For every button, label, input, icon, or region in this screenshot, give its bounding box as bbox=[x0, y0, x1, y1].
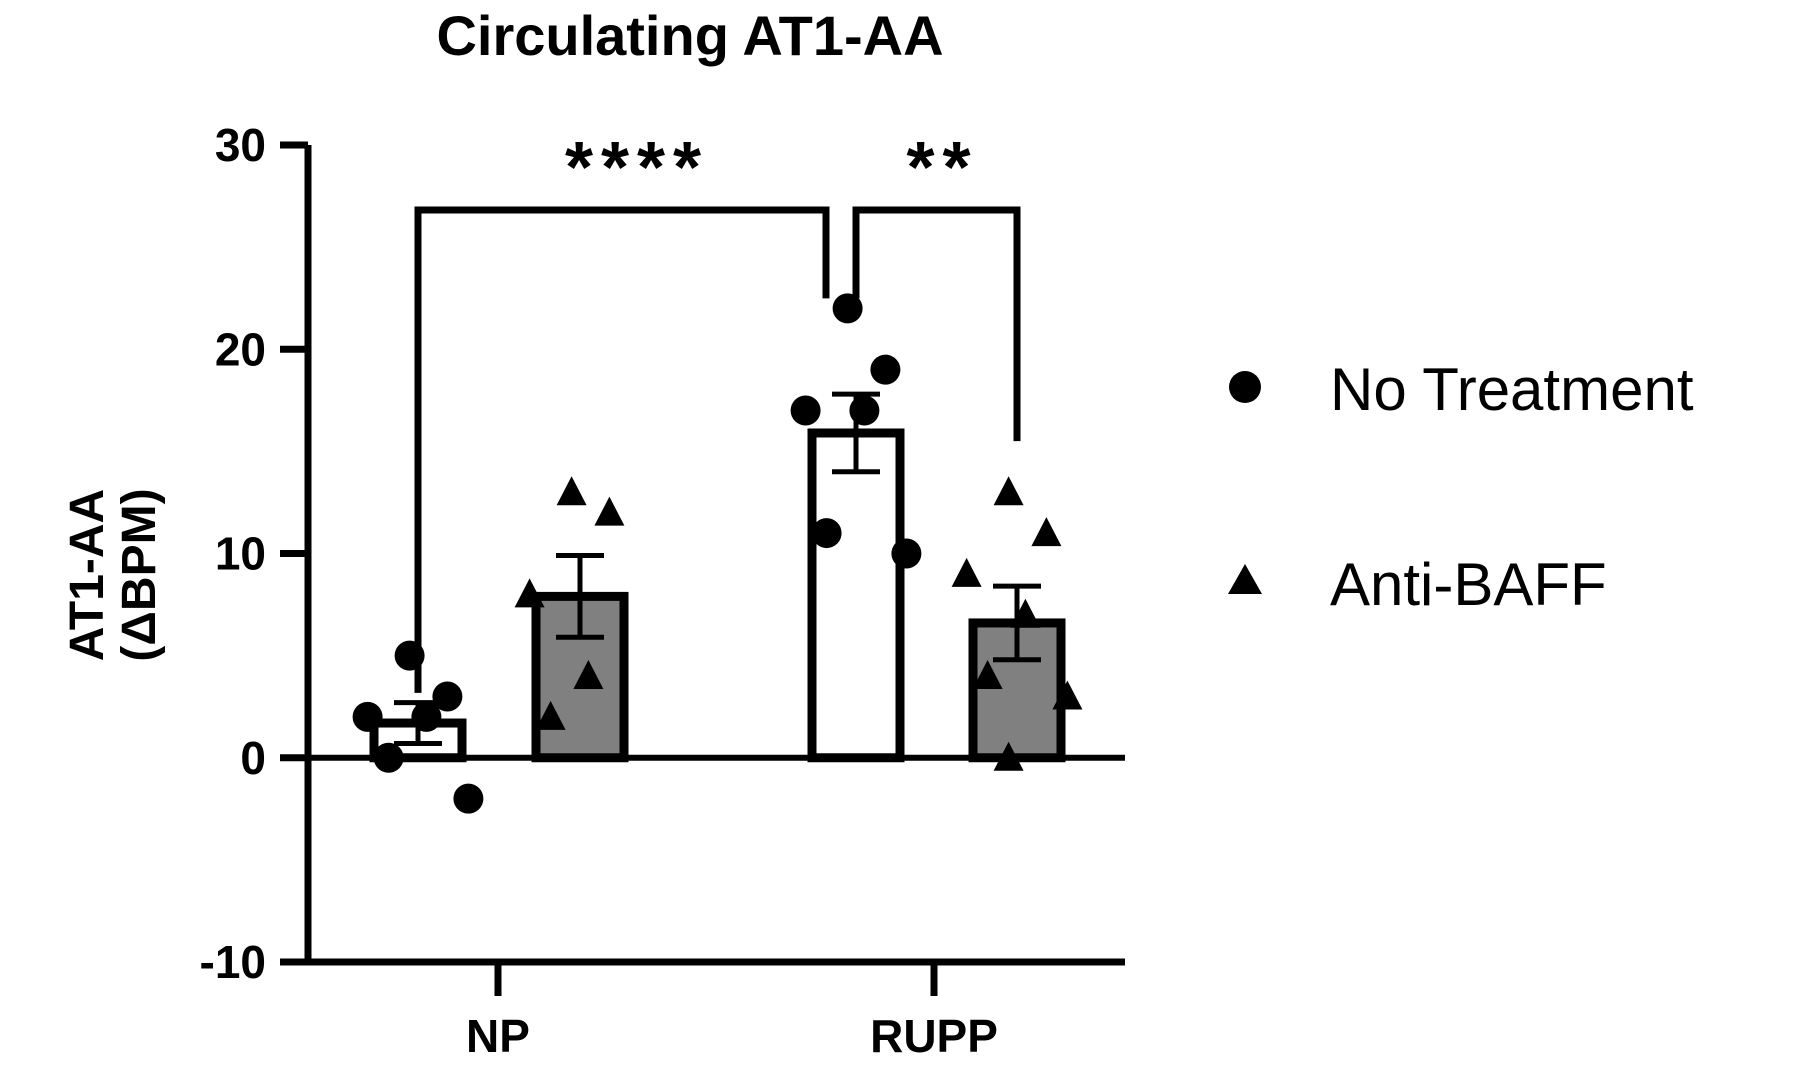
legend-marker-anti-baff bbox=[1228, 564, 1262, 594]
point-1-0-3 bbox=[849, 395, 880, 426]
x-tick-label-0: NP bbox=[466, 1010, 530, 1062]
y-tick-label-3: 20 bbox=[215, 323, 266, 375]
sig-label-2: ** bbox=[906, 128, 978, 208]
point-0-1-3 bbox=[573, 660, 604, 690]
y-tick-label-2: 10 bbox=[215, 528, 266, 580]
legend-label-no-treatment: No Treatment bbox=[1330, 356, 1694, 423]
point-1-0-1 bbox=[870, 354, 901, 385]
point-1-1-2 bbox=[951, 557, 982, 587]
point-1-1-3 bbox=[1010, 598, 1041, 628]
chart-title: Circulating AT1-AA bbox=[436, 4, 943, 67]
x-tick-label-1: RUPP bbox=[870, 1010, 998, 1062]
point-1-0-2 bbox=[790, 395, 821, 426]
sig-label-1: **** bbox=[565, 128, 709, 208]
point-1-1-1 bbox=[1031, 517, 1062, 547]
sig-bracket-1 bbox=[414, 206, 830, 693]
y-axis-label: AT1-AA (ΔBPM) bbox=[61, 488, 166, 661]
bar-rupp-0 bbox=[807, 428, 905, 763]
point-1-1-5 bbox=[1052, 680, 1083, 710]
legend-label-anti-baff: Anti-BAFF bbox=[1330, 551, 1607, 618]
point-1-1-4 bbox=[972, 660, 1003, 690]
point-0-1-1 bbox=[594, 496, 625, 526]
point-0-1-0 bbox=[556, 476, 587, 506]
point-0-1-4 bbox=[535, 700, 566, 730]
legend: No Treatment Anti-BAFF bbox=[1228, 356, 1694, 618]
sig-bracket-2 bbox=[852, 206, 1021, 442]
point-1-1-6 bbox=[993, 741, 1024, 771]
point-1-1-0 bbox=[993, 476, 1024, 506]
y-axis-label-line1: AT1-AA bbox=[61, 489, 114, 661]
point-1-0-4 bbox=[811, 518, 842, 549]
legend-marker-no-treatment bbox=[1229, 371, 1261, 403]
point-1-0-0 bbox=[832, 293, 863, 324]
y-tick-label-4: 30 bbox=[215, 119, 266, 171]
point-0-0-1 bbox=[432, 681, 463, 712]
y-tick-label-0: -10 bbox=[200, 936, 266, 988]
y-tick-label-1: 0 bbox=[240, 732, 266, 784]
point-0-0-2 bbox=[352, 701, 383, 732]
point-1-0-5 bbox=[891, 538, 922, 569]
point-0-1-2 bbox=[514, 578, 545, 608]
point-0-0-5 bbox=[453, 783, 484, 814]
point-0-0-3 bbox=[411, 701, 442, 732]
y-axis-label-line2: (ΔBPM) bbox=[113, 488, 166, 661]
point-0-0-4 bbox=[373, 742, 404, 773]
